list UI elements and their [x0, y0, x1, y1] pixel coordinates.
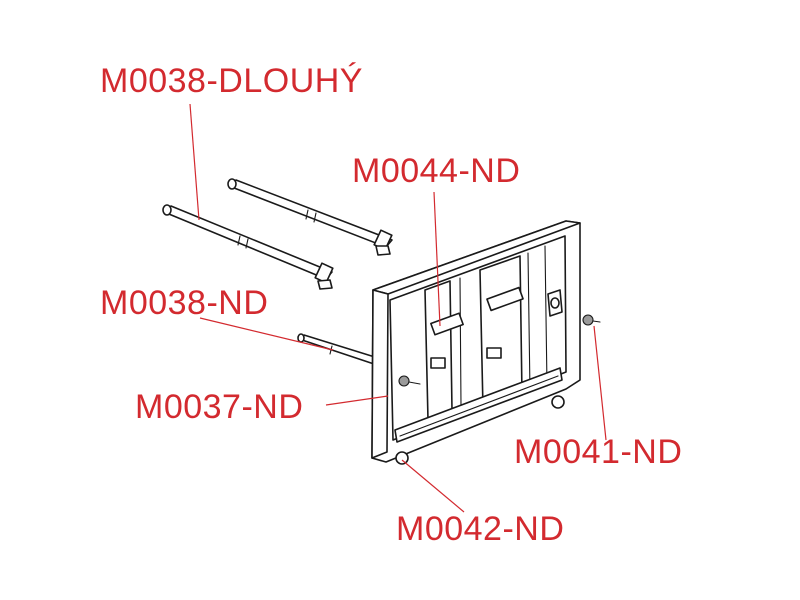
mounting-frame: [371, 220, 581, 465]
screw: [582, 314, 601, 326]
leader-m0042-nd: [401, 459, 465, 513]
leader-m0038-nd: [199, 317, 334, 351]
short-rod: [297, 333, 379, 365]
part-label-m0044-nd: M0044-ND: [352, 152, 521, 190]
part-label-m0042-nd: M0042-ND: [396, 510, 565, 548]
long-rod-front: [162, 204, 334, 290]
leader-m0044-nd: [433, 191, 441, 327]
part-label-m0038-nd: M0038-ND: [100, 284, 269, 322]
leader-m0038-dlouhy: [189, 103, 200, 221]
leader-m0041-nd: [593, 325, 607, 441]
part-label-m0038-dlouhy: M0038-DLOUHÝ: [100, 62, 363, 100]
leader-m0037-nd: [325, 395, 389, 406]
part-label-m0037-nd: M0037-ND: [135, 388, 304, 426]
part-label-m0041-nd: M0041-ND: [514, 433, 683, 471]
long-rod-back: [227, 178, 393, 256]
